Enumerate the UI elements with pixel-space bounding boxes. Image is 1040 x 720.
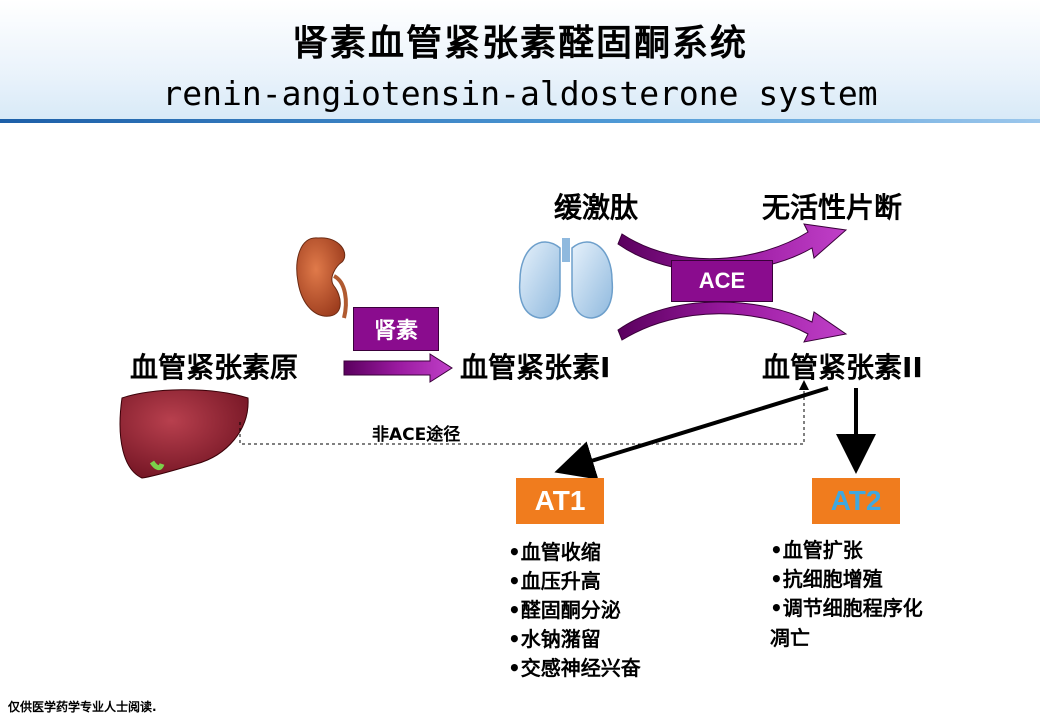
at2-effect-item: 血管扩张 xyxy=(770,536,923,565)
inactive-fragment-label: 无活性片断 xyxy=(762,191,903,224)
angiotensin-1-label: 血管紧张素I xyxy=(460,351,611,384)
header-band xyxy=(0,0,1040,122)
at2-effects-list: 血管扩张 抗细胞增殖 调节细胞程序化 xyxy=(770,536,923,623)
renin-box: 肾素 xyxy=(353,307,439,351)
at1-effect-item: 血压升高 xyxy=(508,567,641,596)
at1-receptor-box: AT1 xyxy=(516,478,604,524)
at1-effect-item: 水钠潴留 xyxy=(508,625,641,654)
at2-effect-continuation: 凋亡 xyxy=(770,626,810,650)
footer-note: 仅供医学药学专业人士阅读. xyxy=(8,700,157,714)
angiotensinogen-label: 血管紧张素原 xyxy=(130,351,299,384)
non-ace-path xyxy=(239,380,809,445)
at2-receptor-box: AT2 xyxy=(812,478,900,524)
ace-curve-bottom xyxy=(617,301,848,343)
kidney-icon xyxy=(296,237,348,319)
at2-effect-item: 抗细胞增殖 xyxy=(770,565,923,594)
at1-effects-list: 血管收缩 血压升高 醛固酮分泌 水钠潴留 交感神经兴奋 xyxy=(508,538,641,683)
title-english: renin-angiotensin-aldosterone system xyxy=(162,74,878,113)
liver-icon xyxy=(119,389,249,479)
at1-effect-item: 交感神经兴奋 xyxy=(508,654,641,683)
bradykinin-label: 缓激肽 xyxy=(554,191,639,224)
header-rule xyxy=(0,119,1040,123)
renin-arrow xyxy=(343,353,453,383)
non-ace-pathway-label: 非ACE途径 xyxy=(372,425,461,445)
angiotensin-2-label: 血管紧张素II xyxy=(762,351,923,384)
ace-box: ACE xyxy=(671,260,773,302)
arrow-to-at1 xyxy=(554,386,829,480)
lungs-icon xyxy=(518,238,614,319)
at1-effect-item: 醛固酮分泌 xyxy=(508,596,641,625)
at2-effect-item: 调节细胞程序化 xyxy=(770,594,923,623)
at1-effect-item: 血管收缩 xyxy=(508,538,641,567)
title-chinese: 肾素血管紧张素醛固酮系统 xyxy=(291,23,748,64)
